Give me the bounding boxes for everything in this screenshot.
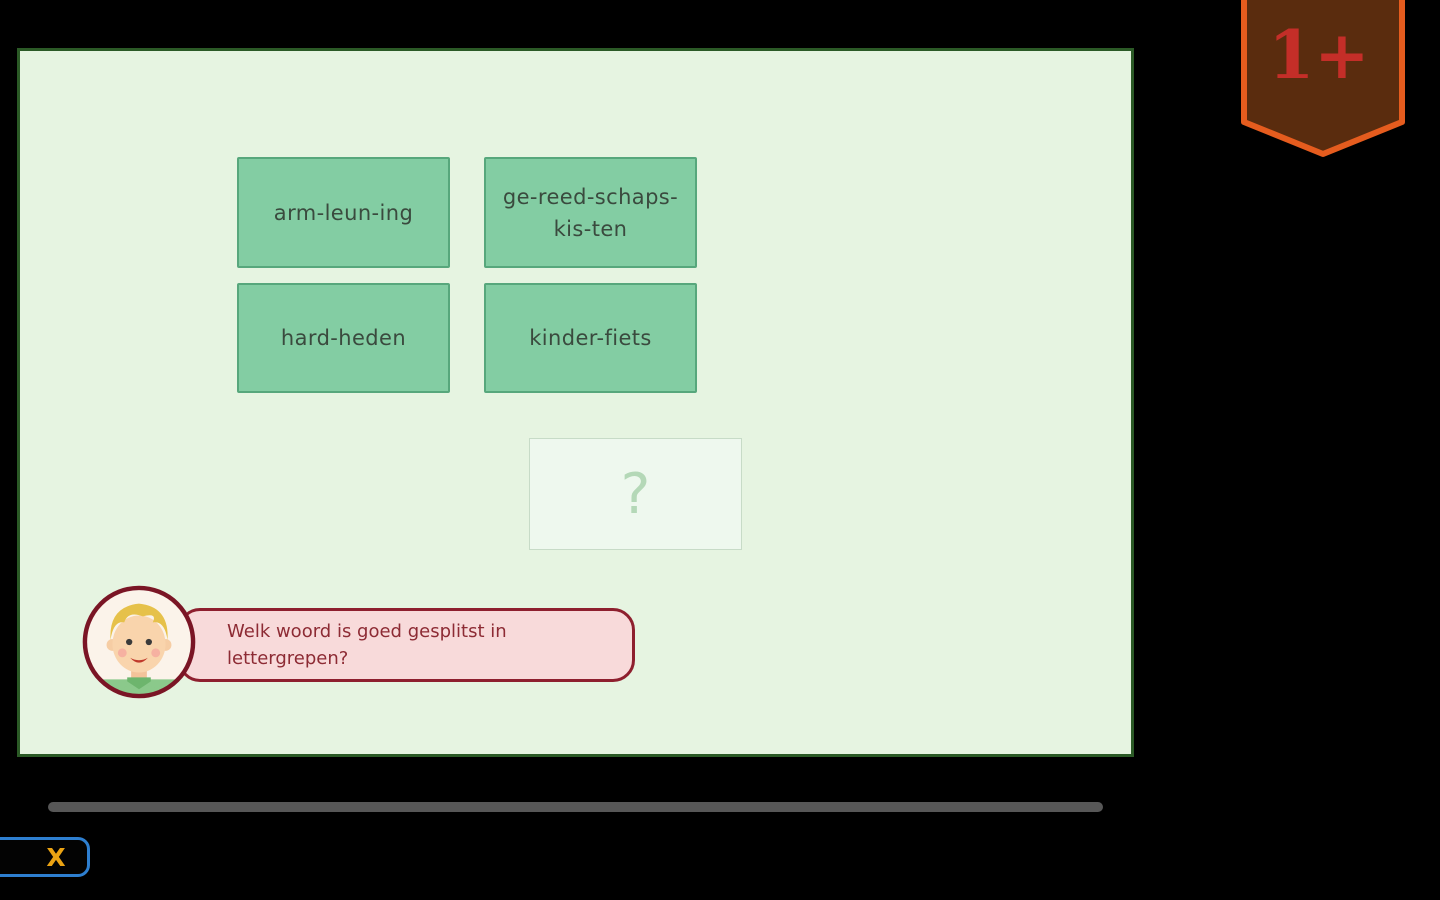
placeholder-question-mark: ? bbox=[620, 461, 651, 527]
answer-card-label: kinder-fiets bbox=[529, 326, 652, 350]
close-button-label: X bbox=[46, 842, 66, 872]
ribbon-badge-icon bbox=[1241, 0, 1405, 157]
answer-card[interactable]: hard-heden bbox=[237, 283, 450, 393]
answer-card[interactable]: arm-leun-ing bbox=[237, 157, 450, 268]
helper-avatar bbox=[80, 583, 198, 701]
answer-card[interactable]: ge-reed-schaps-kis-ten bbox=[484, 157, 697, 268]
age-rating-label: 1+ bbox=[1268, 16, 1370, 94]
answer-drop-zone[interactable]: ? bbox=[529, 438, 742, 550]
boy-avatar-icon bbox=[82, 585, 196, 699]
speech-bubble: Welk woord is goed gesplitst in lettergr… bbox=[178, 608, 635, 682]
answer-card-label: arm-leun-ing bbox=[273, 200, 414, 225]
answer-card-label: hard-heden bbox=[280, 326, 407, 350]
game-board: arm-leun-ing ge-reed-schaps-kis-ten hard… bbox=[17, 48, 1134, 757]
close-button[interactable]: X bbox=[0, 837, 90, 877]
progress-bar bbox=[48, 802, 1103, 812]
answer-card-label: ge-reed-schaps-kis-ten bbox=[502, 184, 679, 241]
age-rating-badge: 1+ bbox=[1240, 0, 1406, 160]
answer-card[interactable]: kinder-fiets bbox=[484, 283, 697, 393]
question-text: Welk woord is goed gesplitst in lettergr… bbox=[227, 621, 507, 669]
